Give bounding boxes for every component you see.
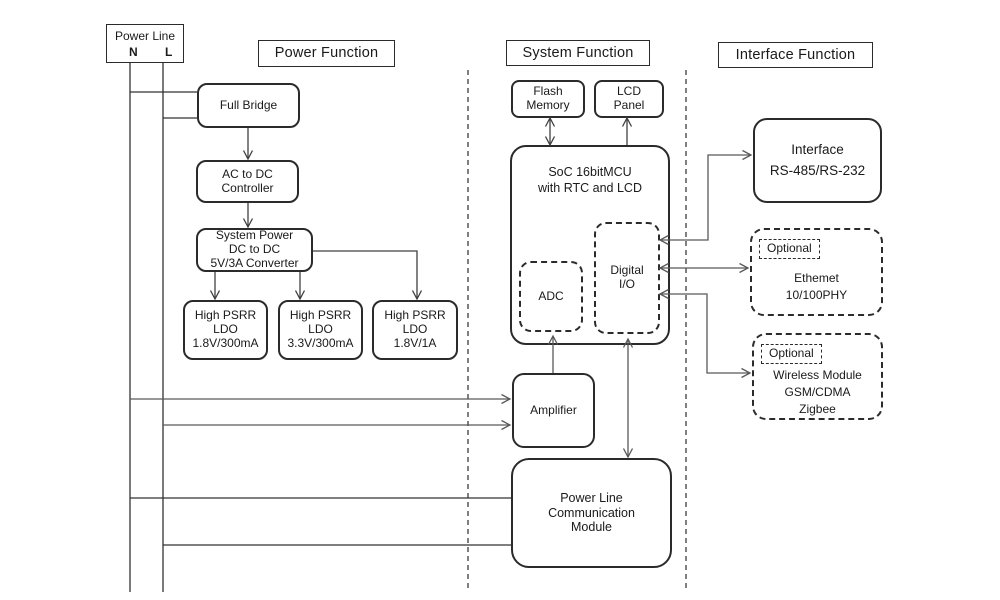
block-label-line: with RTC and LCD bbox=[538, 180, 642, 195]
wireless-label: Wireless Module GSM/CDMA Zigbee bbox=[754, 367, 881, 418]
block-label: Amplifier bbox=[530, 402, 577, 417]
power-line-label: Power Line bbox=[114, 29, 176, 43]
block-label-line: SoC 16bitMCU bbox=[548, 165, 632, 179]
ldo-1v8-1a-block: High PSRR LDO 1.8V/1A bbox=[372, 300, 458, 360]
interface-function-header: Interface Function bbox=[718, 42, 873, 68]
block-label-line: Communication bbox=[548, 505, 635, 520]
ethernet-label: Ethemet 10/100PHY bbox=[752, 270, 881, 305]
block-label-line: High PSRR bbox=[194, 308, 257, 323]
block-label-line: Digital bbox=[610, 263, 644, 278]
block-label-line: LDO bbox=[402, 322, 428, 337]
block-label: ADC bbox=[538, 288, 564, 303]
block-label: Full Bridge bbox=[219, 97, 278, 112]
header-label: Power Function bbox=[274, 45, 379, 62]
block-label-line: 3.3V/300mA bbox=[287, 335, 354, 350]
arrow-syspower-to-ldo3 bbox=[313, 250, 423, 301]
amplifier-block: Amplifier bbox=[512, 373, 595, 448]
block-label-line: LDO bbox=[213, 322, 238, 337]
block-label-line: Panel bbox=[613, 98, 645, 112]
soc-label: SoC 16bitMCU with RTC and LCD bbox=[512, 165, 668, 196]
block-label-line: Wireless Module bbox=[773, 368, 862, 382]
ethernet-phy-block: Optional Ethemet 10/100PHY bbox=[750, 228, 883, 316]
power-line-source-box: Power Line N L bbox=[106, 24, 184, 63]
system-function-header: System Function bbox=[506, 40, 650, 66]
wireless-module-block: Optional Wireless Module GSM/CDMA Zigbee bbox=[752, 333, 883, 420]
soc-mcu-block: SoC 16bitMCU with RTC and LCD bbox=[510, 145, 670, 345]
block-label-line: High PSRR bbox=[384, 308, 446, 323]
wire-n-label: N bbox=[129, 45, 138, 59]
power-function-header: Power Function bbox=[258, 40, 395, 67]
block-label-line: Module bbox=[571, 520, 612, 535]
plc-module-block: Power Line Communication Module bbox=[511, 458, 672, 568]
block-label-line: Power Line bbox=[560, 491, 623, 506]
block-label-line: High PSRR bbox=[289, 308, 352, 323]
block-label-line: System Power bbox=[215, 228, 294, 243]
digital-io-block: Digital I/O bbox=[594, 222, 660, 334]
block-label-line: 5V/3A Converter bbox=[210, 255, 299, 270]
block-label-line: LDO bbox=[308, 322, 333, 337]
block-label-line: Controller bbox=[221, 180, 274, 195]
block-label-line: AC to DC bbox=[222, 166, 273, 181]
flash-memory-block: Flash Memory bbox=[511, 80, 585, 118]
block-label-line: 10/100PHY bbox=[785, 288, 848, 303]
adc-block: ADC bbox=[519, 261, 583, 332]
ldo-1v8-300ma-block: High PSRR LDO 1.8V/300mA bbox=[183, 300, 268, 360]
block-label-line: DC to DC bbox=[228, 242, 281, 257]
interface-rs485-rs232-block: Interface RS-485/RS-232 bbox=[753, 118, 882, 203]
block-label-line: 1.8V/300mA bbox=[192, 335, 259, 350]
ac-dc-controller-block: AC to DC Controller bbox=[196, 160, 299, 203]
block-label-line: LCD bbox=[616, 84, 641, 99]
system-power-converter-block: System Power DC to DC 5V/3A Converter bbox=[196, 228, 313, 272]
block-label-line: Flash bbox=[533, 84, 563, 99]
header-label: System Function bbox=[522, 44, 634, 61]
optional-tag: Optional bbox=[759, 239, 820, 259]
block-label-line: Ethemet bbox=[794, 271, 839, 285]
lcd-panel-block: LCD Panel bbox=[594, 80, 664, 118]
block-label-line: Interface bbox=[791, 142, 844, 158]
block-label-line: RS-485/RS-232 bbox=[769, 162, 866, 178]
block-label-line: I/O bbox=[618, 277, 635, 291]
arrow-digitalio-rs485-bidirectional bbox=[658, 149, 753, 246]
block-label-line: Zigbee bbox=[799, 402, 836, 417]
optional-tag: Optional bbox=[761, 344, 822, 364]
block-label-line: GSM/CDMA bbox=[784, 385, 851, 400]
block-label-line: 1.8V/1A bbox=[393, 335, 437, 350]
header-label: Interface Function bbox=[735, 46, 856, 63]
wire-l-label: L bbox=[165, 45, 173, 59]
block-label-line: Memory bbox=[526, 98, 570, 112]
full-bridge-block: Full Bridge bbox=[197, 83, 300, 128]
arrow-digitalio-wireless-bidirectional bbox=[658, 288, 752, 379]
ldo-3v3-300ma-block: High PSRR LDO 3.3V/300mA bbox=[278, 300, 363, 360]
